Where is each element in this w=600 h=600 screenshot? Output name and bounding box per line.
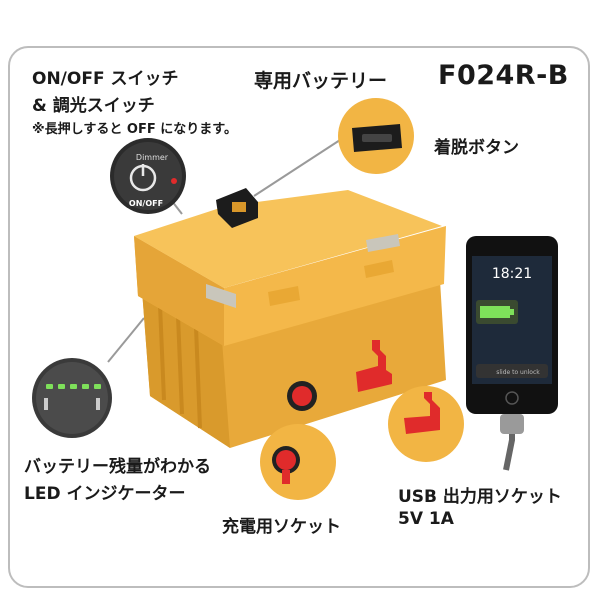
dimmer-label: Dimmer [136,153,169,162]
dimmer-switch-callout [110,138,186,214]
switch-label-line1: ON/OFF スイッチ [32,69,179,89]
led-indicator-callout [32,358,112,438]
led-label-line2: LED インジケーター [24,484,186,504]
battery-title: 専用バッテリー [254,70,388,92]
charge-socket-callout [260,424,336,500]
charge-socket-label: 充電用ソケット [222,517,341,537]
smartphone [466,236,558,471]
switch-note: ※長押しすると OFF になります。 [32,122,237,137]
model-number: F024R-B [438,60,569,91]
battery-unit [134,188,446,448]
usb-socket-label-line1: USB 出力用ソケット [398,487,562,507]
led-label-line1: バッテリー残量がわかる [24,457,211,477]
phone-clock: 18:21 [492,266,532,282]
usb-socket-callout [388,386,464,462]
onoff-label: ON/OFF [129,199,163,208]
usb-socket-label-line2: 5V 1A [398,509,454,529]
release-button-label: 着脱ボタン [434,138,519,158]
phone-unlock-text: slide to unlock [496,369,540,376]
release-button-callout [338,98,414,174]
switch-label-line2: & 調光スイッチ [32,96,155,116]
